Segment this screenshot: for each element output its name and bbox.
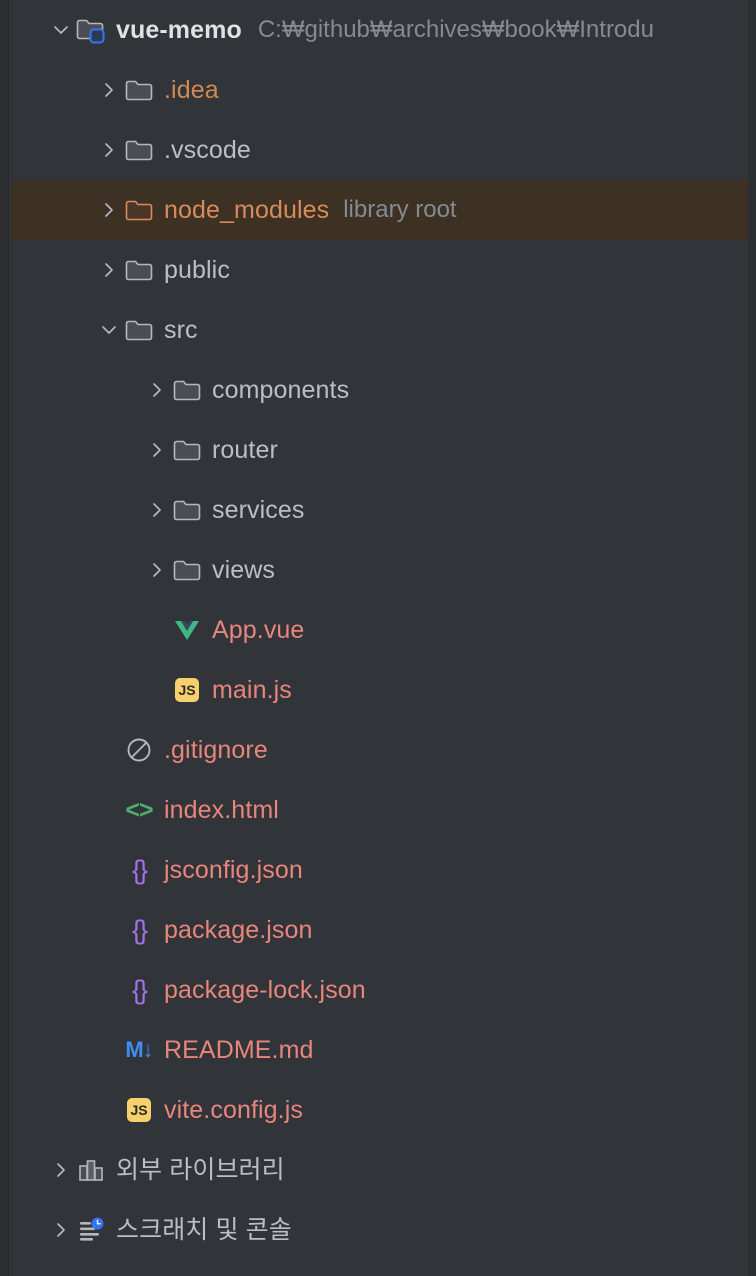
tree-row[interactable]: node_modules library root	[12, 180, 748, 240]
project-path-hint: C:₩github₩archives₩book₩Introdu	[257, 16, 654, 43]
chevron-right-icon[interactable]	[144, 360, 170, 420]
chevron-placeholder	[96, 720, 122, 780]
tree-row-label: package-lock.json	[164, 976, 366, 1004]
js-file-icon: JS	[170, 660, 204, 720]
tree-row[interactable]: views	[12, 540, 748, 600]
tree-row[interactable]: {} package.json	[12, 900, 748, 960]
tree-row[interactable]: M↓ README.md	[12, 1020, 748, 1080]
tree-row-label: .gitignore	[164, 736, 268, 764]
chevron-placeholder	[96, 1080, 122, 1140]
tree-row-label: views	[212, 556, 276, 584]
project-file-tree[interactable]: vue-memo C:₩github₩archives₩book₩Introdu.…	[12, 0, 748, 1276]
chevron-placeholder	[144, 660, 170, 720]
json-file-icon: {}	[131, 974, 148, 1005]
chevron-right-icon[interactable]	[96, 180, 122, 240]
markdown-file-icon: M↓	[125, 1037, 153, 1062]
chevron-placeholder	[96, 780, 122, 840]
chevron-placeholder	[96, 960, 122, 1020]
chevron-right-icon[interactable]	[48, 1200, 74, 1260]
tree-row[interactable]: public	[12, 240, 748, 300]
html-file-icon: <>	[125, 795, 153, 824]
folder-icon	[170, 420, 204, 480]
folder-icon	[122, 300, 156, 360]
tree-row-label: public	[164, 256, 230, 284]
tree-row[interactable]: router	[12, 420, 748, 480]
folder-icon	[122, 240, 156, 300]
tree-row-label: src	[164, 316, 198, 344]
tree-row[interactable]: 스크래치 및 콘솔	[12, 1200, 748, 1260]
chevron-placeholder	[96, 840, 122, 900]
tree-row-label: main.js	[212, 676, 292, 704]
chevron-placeholder	[96, 900, 122, 960]
tree-row[interactable]: vue-memo C:₩github₩archives₩book₩Introdu	[12, 0, 748, 60]
chevron-right-icon[interactable]	[48, 1140, 74, 1200]
tree-row[interactable]: {} jsconfig.json	[12, 840, 748, 900]
tree-row-label: vite.config.js	[164, 1096, 303, 1124]
tree-row-label: index.html	[164, 796, 279, 824]
tree-row-label: vue-memo	[116, 16, 242, 44]
tree-row[interactable]: services	[12, 480, 748, 540]
external-libraries-icon	[74, 1140, 108, 1200]
chevron-right-icon[interactable]	[144, 480, 170, 540]
tree-row-label: 스크래치 및 콘솔	[116, 1216, 292, 1244]
tree-row[interactable]: src	[12, 300, 748, 360]
tree-row[interactable]: <> index.html	[12, 780, 748, 840]
chevron-right-icon[interactable]	[96, 120, 122, 180]
chevron-right-icon[interactable]	[144, 540, 170, 600]
tree-row[interactable]: 외부 라이브러리	[12, 1140, 748, 1200]
panel-left-gutter	[0, 0, 11, 1276]
chevron-right-icon[interactable]	[144, 420, 170, 480]
tree-row[interactable]: .gitignore	[12, 720, 748, 780]
chevron-down-icon[interactable]	[48, 0, 74, 60]
folder-icon	[170, 540, 204, 600]
tree-row-label: 외부 라이브러리	[116, 1156, 285, 1184]
json-file-icon: {}	[131, 914, 148, 945]
tree-row[interactable]: .vscode	[12, 120, 748, 180]
tree-row[interactable]: JS vite.config.js	[12, 1080, 748, 1140]
tree-row-label: components	[212, 376, 350, 404]
tree-row-label: jsconfig.json	[164, 856, 303, 884]
tree-row-label: services	[212, 496, 305, 524]
folder-icon	[122, 60, 156, 120]
chevron-placeholder	[144, 600, 170, 660]
tree-row-hint: library root	[343, 196, 457, 223]
chevron-right-icon[interactable]	[96, 240, 122, 300]
tree-row[interactable]: JS main.js	[12, 660, 748, 720]
folder-icon	[170, 360, 204, 420]
js-file-icon: JS	[122, 1080, 156, 1140]
tree-row-label: README.md	[164, 1036, 314, 1064]
tree-row-label: .idea	[164, 76, 219, 104]
tree-row[interactable]: components	[12, 360, 748, 420]
chevron-right-icon[interactable]	[96, 60, 122, 120]
tree-row-label: .vscode	[164, 136, 251, 164]
scratches-consoles-icon	[74, 1200, 108, 1260]
tree-row-label: App.vue	[212, 616, 305, 644]
tree-row[interactable]: App.vue	[12, 600, 748, 660]
panel-scrollbar-track[interactable]	[748, 0, 756, 1276]
gitignore-file-icon	[122, 720, 156, 780]
tree-row-label: package.json	[164, 916, 313, 944]
chevron-placeholder	[96, 1020, 122, 1080]
chevron-down-icon[interactable]	[96, 300, 122, 360]
folder-excluded-icon	[122, 180, 156, 240]
json-file-icon: {}	[131, 854, 148, 885]
vue-file-icon	[170, 600, 204, 660]
tree-row[interactable]: .idea	[12, 60, 748, 120]
tree-row[interactable]: {} package-lock.json	[12, 960, 748, 1020]
tree-row-label: router	[212, 436, 278, 464]
folder-module-icon	[74, 0, 108, 60]
folder-icon	[170, 480, 204, 540]
folder-icon	[122, 120, 156, 180]
tree-row-label: node_modules	[164, 196, 330, 224]
